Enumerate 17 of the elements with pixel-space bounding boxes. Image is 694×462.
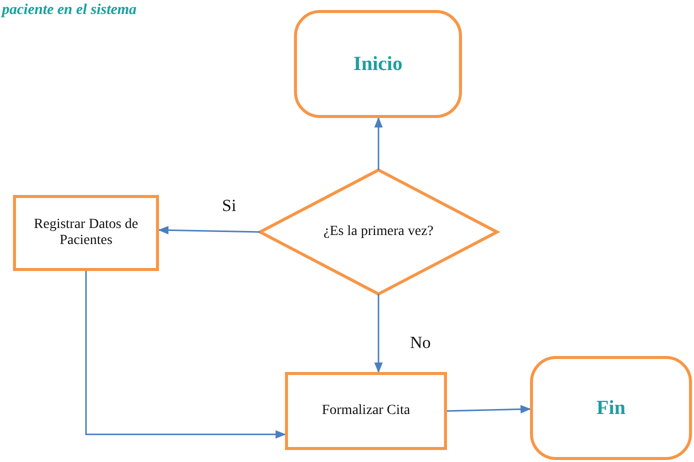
terminal-box (294, 10, 462, 118)
node-text: Formalizar Cita (322, 403, 410, 419)
process-box (13, 195, 159, 271)
edge-label: Si (222, 196, 236, 216)
terminal-box (530, 356, 692, 460)
edge-label: No (410, 333, 431, 353)
heading: paciente en el sistema (2, 1, 137, 20)
process-box (285, 372, 447, 450)
arrow (446, 405, 532, 414)
node-text: Registrar Datos de Pacientes (32, 217, 140, 249)
question-text: ¿Es la primera vez? (324, 224, 434, 240)
arrow (374, 294, 383, 374)
node-text: Fin (596, 396, 626, 420)
arrow (85, 271, 286, 439)
arrow (374, 116, 383, 170)
node-text: Inicio (354, 52, 402, 76)
arrow (158, 226, 260, 234)
